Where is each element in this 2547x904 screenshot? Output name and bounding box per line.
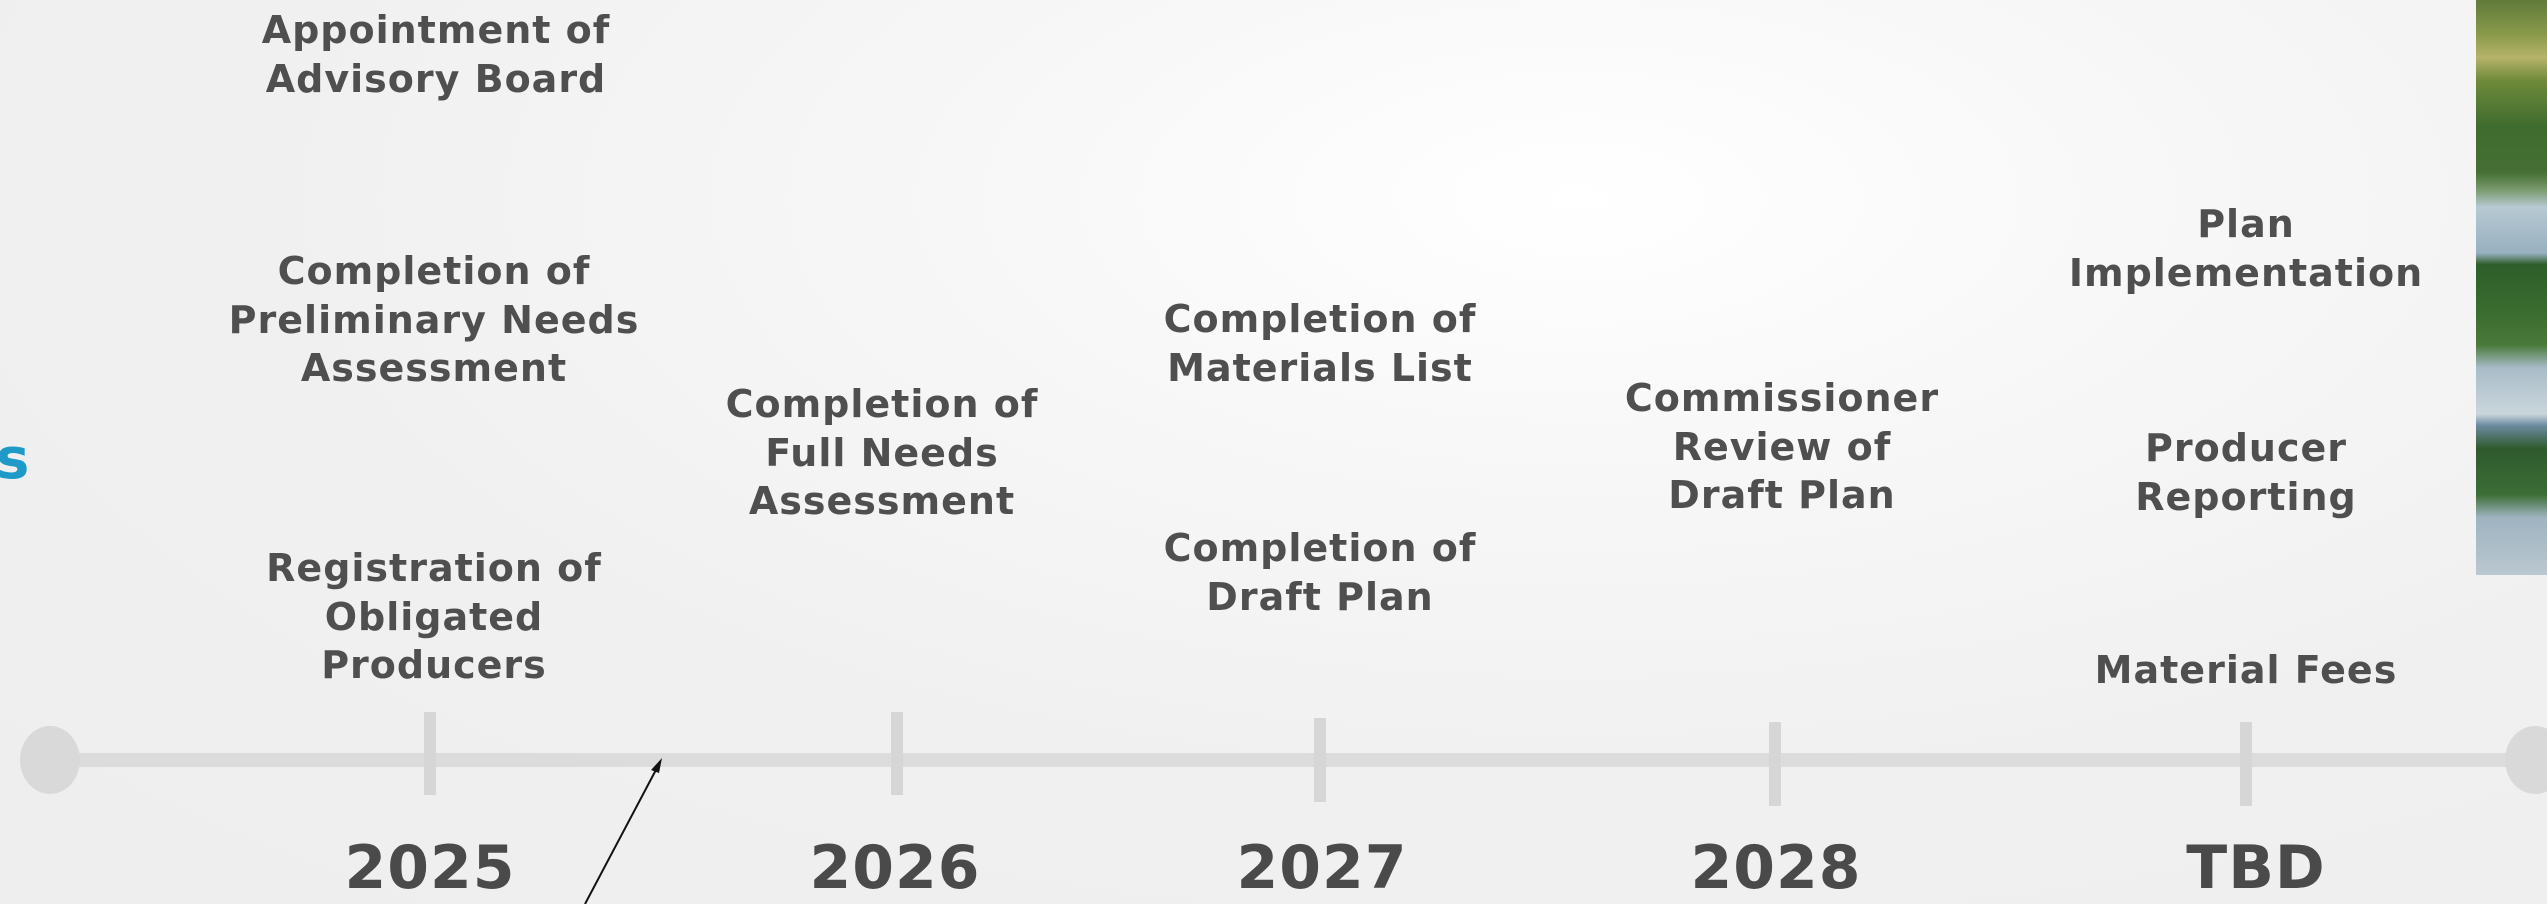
milestone-preliminary-needs-assessment: Completion of Preliminary Needs Assessme… — [228, 249, 640, 391]
milestone-appointment-advisory-board: Appointment of Advisory Board — [261, 8, 611, 101]
milestone-draft-plan: Completion of Draft Plan — [1163, 526, 1477, 619]
cut-off-heading-letter: s — [0, 427, 30, 492]
milestone-producer-reporting: Producer Reporting — [2135, 426, 2357, 519]
milestone-materials-list: Completion of Materials List — [1163, 297, 1477, 390]
milestone-plan-implementation: Plan Implementation — [2068, 202, 2424, 295]
landscape-photo — [2476, 0, 2547, 575]
year-label-2028: 2028 — [1690, 833, 1862, 903]
milestone-registration-obligated-producers: Registration of Obligated Producers — [266, 546, 602, 688]
pointer-arrow-head — [651, 758, 662, 773]
year-label-tbd: TBD — [2186, 833, 2326, 903]
timeline-start-cap — [20, 726, 80, 794]
pointer-arrow-line — [584, 765, 659, 904]
year-label-2025: 2025 — [344, 833, 516, 903]
milestone-full-needs-assessment: Completion of Full Needs Assessment — [725, 382, 1039, 524]
year-label-2026: 2026 — [809, 833, 981, 903]
year-label-2027: 2027 — [1236, 833, 1408, 903]
timeline-end-cap — [2505, 726, 2547, 794]
milestone-commissioner-review: Commissioner Review of Draft Plan — [1624, 376, 1940, 518]
milestone-material-fees: Material Fees — [2094, 648, 2398, 692]
